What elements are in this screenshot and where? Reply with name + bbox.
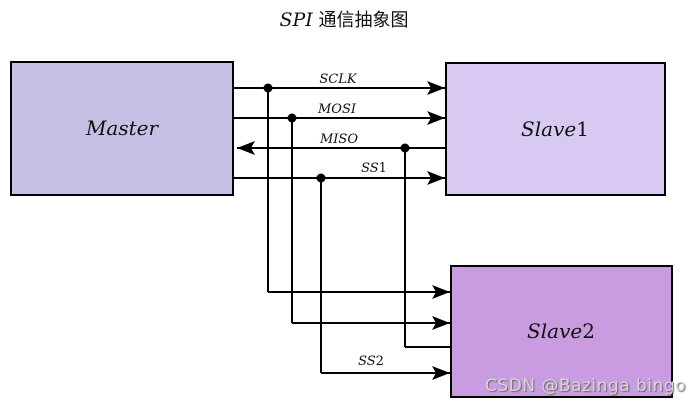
slave2-label: Slave2 <box>527 319 595 343</box>
sclk-label: SCLK <box>319 72 357 87</box>
sclk-junction-dot <box>263 83 273 93</box>
slave1-label: Slave1 <box>521 117 589 141</box>
slave1-box <box>445 62 666 196</box>
ss2-label-num: 2 <box>376 354 384 369</box>
ss1-label-num: 1 <box>379 161 387 176</box>
mosi-junction-dot <box>287 113 297 123</box>
slave1-label-num: 1 <box>576 117 589 141</box>
miso-label: MISO <box>319 132 358 147</box>
signal-labels: SCLK MOSI MISO SS1 SS2 <box>317 72 387 369</box>
node-master: Master <box>10 61 234 196</box>
slave2-box <box>450 265 673 398</box>
diagram-title-latin: SPI <box>279 9 313 31</box>
ss2-label: SS2 <box>358 354 384 369</box>
diagram-title: SPI 通信抽象图 <box>279 9 408 31</box>
diagram-title-cjk: 通信抽象图 <box>319 10 409 31</box>
master-box <box>10 61 234 196</box>
slave2-label-num: 2 <box>582 319 595 343</box>
ss1-label-word: SS <box>361 161 379 176</box>
slave1-label-word: Slave <box>521 117 576 141</box>
miso-junction-dot <box>400 143 410 153</box>
bus-lines <box>233 81 452 380</box>
ss1-junction-dot <box>316 173 326 183</box>
ss1-label: SS1 <box>361 161 387 176</box>
slave2-label-word: Slave <box>527 319 582 343</box>
master-label: Master <box>85 116 160 140</box>
node-slave1: Slave1 <box>445 62 666 196</box>
node-slave2: Slave2 <box>450 265 673 398</box>
mosi-label: MOSI <box>317 102 357 117</box>
ss2-label-word: SS <box>358 354 376 369</box>
